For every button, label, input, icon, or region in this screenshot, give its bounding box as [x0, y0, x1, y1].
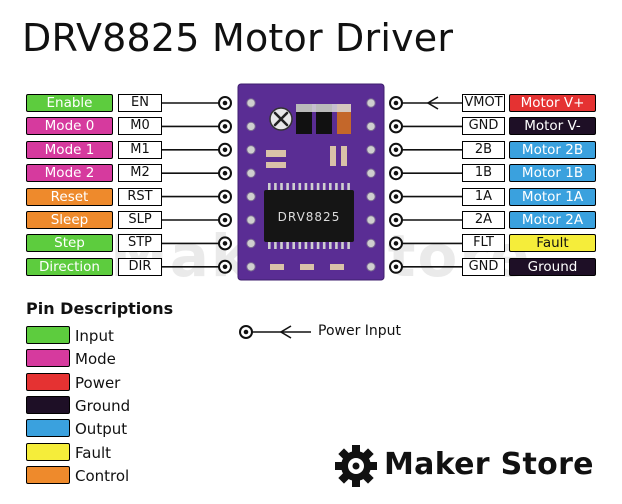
right-pin-code-label: 1B [462, 164, 505, 183]
page-title: DRV8825 Motor Driver [22, 16, 454, 60]
left-pin-function-label: Mode 0 [26, 117, 113, 136]
right-pin-code-label: VMOT [462, 94, 505, 112]
pin-terminal [218, 166, 232, 181]
pin-terminal [218, 119, 232, 134]
right-pin-function-label: Motor 2A [509, 211, 596, 229]
legend-swatch [26, 395, 70, 414]
left-pin-code-label: SLP [118, 211, 162, 229]
pin-terminal [389, 96, 403, 110]
right-pin-function-label: Motor V- [509, 117, 596, 136]
left-pin-function-label: Direction [26, 257, 113, 276]
left-pin-function-label: Reset [26, 187, 113, 206]
smd-part [266, 150, 286, 157]
chip-label: DRV8825 [278, 210, 341, 224]
header-pad [366, 262, 376, 272]
left-pin-code-label: DIR [118, 257, 162, 276]
right-pin-function-label: Motor 2B [509, 140, 596, 159]
header-pad [246, 215, 256, 225]
legend-swatch [26, 372, 70, 391]
smd-part [270, 264, 284, 270]
right-pin-function-label: Fault [509, 234, 596, 253]
driver-chip: DRV8825 [264, 183, 354, 249]
header-pad [246, 168, 256, 178]
header-pad [366, 145, 376, 155]
right-pin-function-label: Ground [509, 257, 596, 276]
smd-part [330, 264, 344, 270]
pin-terminal [389, 213, 403, 227]
legend-swatch [26, 442, 70, 461]
drv8825-board: DRV8825 [237, 83, 385, 281]
pin-terminal [218, 259, 232, 274]
right-pin-code-label: GND [462, 257, 505, 276]
header-pad [246, 262, 256, 272]
legend-label: Mode [75, 350, 116, 369]
legend-swatch [26, 419, 70, 438]
left-pin-code-label: M2 [118, 164, 162, 183]
pin-terminal [218, 213, 232, 227]
right-pin-code-label: 1A [462, 187, 505, 206]
legend-swatch [26, 326, 70, 344]
left-pin-code-label: M1 [118, 140, 162, 159]
power-input-symbol [239, 325, 311, 339]
pin-terminal [218, 96, 232, 110]
power-arrow-icon [426, 96, 439, 110]
header-pad [366, 168, 376, 178]
header-pad [366, 215, 376, 225]
power-input-legend-label: Power Input [318, 323, 402, 339]
right-pin-function-label: Motor V+ [509, 94, 596, 112]
legend-label: Output [75, 420, 128, 439]
legend-label: Fault [75, 443, 111, 462]
right-pin-code-label: FLT [462, 234, 505, 253]
pin-terminal [218, 236, 232, 251]
right-pin-code-label: 2B [462, 140, 505, 159]
legend-label: Input [75, 327, 114, 345]
pin-terminal [389, 119, 403, 134]
header-pad [246, 121, 256, 132]
header-pad [366, 191, 376, 202]
legend-label: Ground [75, 396, 131, 415]
legend-label: Power [75, 373, 121, 392]
header-pad [366, 121, 376, 132]
left-pin-code-label: EN [118, 94, 162, 112]
pin-terminal [389, 189, 403, 204]
left-pin-function-label: Mode 2 [26, 164, 113, 183]
header-pad [366, 98, 376, 108]
left-pin-function-label: Sleep [26, 211, 113, 229]
pin-terminal [218, 189, 232, 204]
left-pin-function-label: Enable [26, 94, 113, 112]
header-pad [246, 98, 256, 108]
pin-terminal [389, 236, 403, 251]
right-pin-code-label: GND [462, 117, 505, 136]
legend-swatch [26, 465, 70, 484]
left-pin-code-label: RST [118, 187, 162, 206]
arrow-icon [279, 325, 292, 339]
pin-terminal [389, 259, 403, 274]
gear-icon [335, 445, 377, 487]
right-pin-code-label: 2A [462, 211, 505, 229]
header-pad [246, 238, 256, 249]
left-pin-function-label: Step [26, 234, 113, 253]
header-pad [366, 238, 376, 249]
header-pad [246, 191, 256, 202]
left-pin-code-label: M0 [118, 117, 162, 136]
pin-terminal [389, 166, 403, 181]
brand-name: Maker Store [384, 447, 594, 482]
left-pin-code-label: STP [118, 234, 162, 253]
legend-swatch [26, 349, 70, 368]
smd-part [330, 146, 336, 166]
legend-label: Control [75, 466, 130, 485]
pin-terminal [218, 142, 232, 157]
pin-terminal [389, 142, 403, 157]
left-pin-function-label: Mode 1 [26, 140, 113, 159]
right-pin-function-label: Motor 1A [509, 187, 596, 206]
smd-part [266, 162, 286, 168]
smd-part [341, 146, 347, 166]
header-pad [246, 145, 256, 155]
legend-title: Pin Descriptions [26, 299, 174, 318]
right-pin-function-label: Motor 1B [509, 164, 596, 183]
smd-part [300, 264, 314, 270]
